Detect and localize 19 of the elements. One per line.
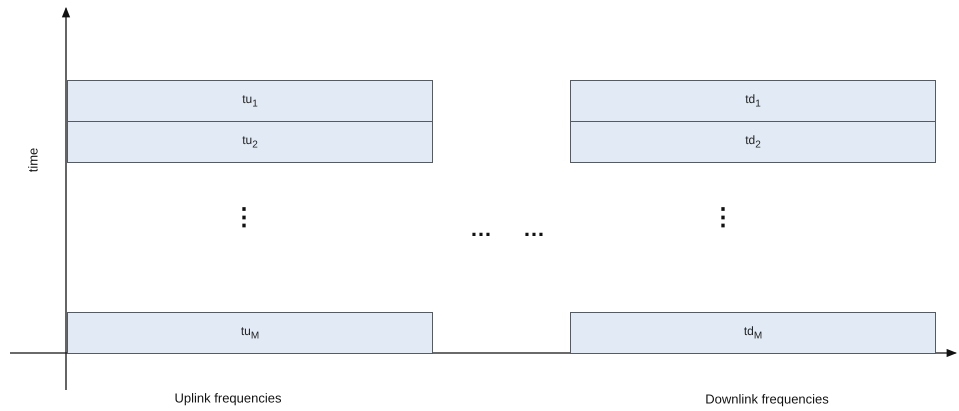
- vertical-ellipsis: ⋮: [711, 206, 735, 230]
- time-slot-box: [570, 312, 936, 354]
- slot-label: td$_{2}$: [745, 133, 761, 151]
- time-slot-box: [67, 121, 433, 163]
- time-slot-box: [570, 121, 936, 163]
- slot-label: td$_{1}$: [745, 92, 761, 110]
- slot-label: tu$_{M}$: [240, 324, 260, 342]
- slot-label: tu$_{1}$: [242, 92, 258, 110]
- slot-label: tu$_{2}$: [242, 133, 258, 151]
- axis-label: Uplink frequencies: [174, 392, 282, 404]
- time-slot-box: [570, 80, 936, 122]
- ellipsis: …: [523, 218, 545, 240]
- slot-label: td$_{M}$: [744, 324, 762, 342]
- time-slot-box: [67, 80, 433, 122]
- axis-label: Downlink frequencies: [705, 392, 829, 406]
- axis-title: time: [26, 148, 40, 172]
- ellipsis: …: [470, 218, 492, 240]
- time-slot-box: [67, 312, 433, 354]
- vertical-ellipsis: ⋮: [232, 206, 256, 230]
